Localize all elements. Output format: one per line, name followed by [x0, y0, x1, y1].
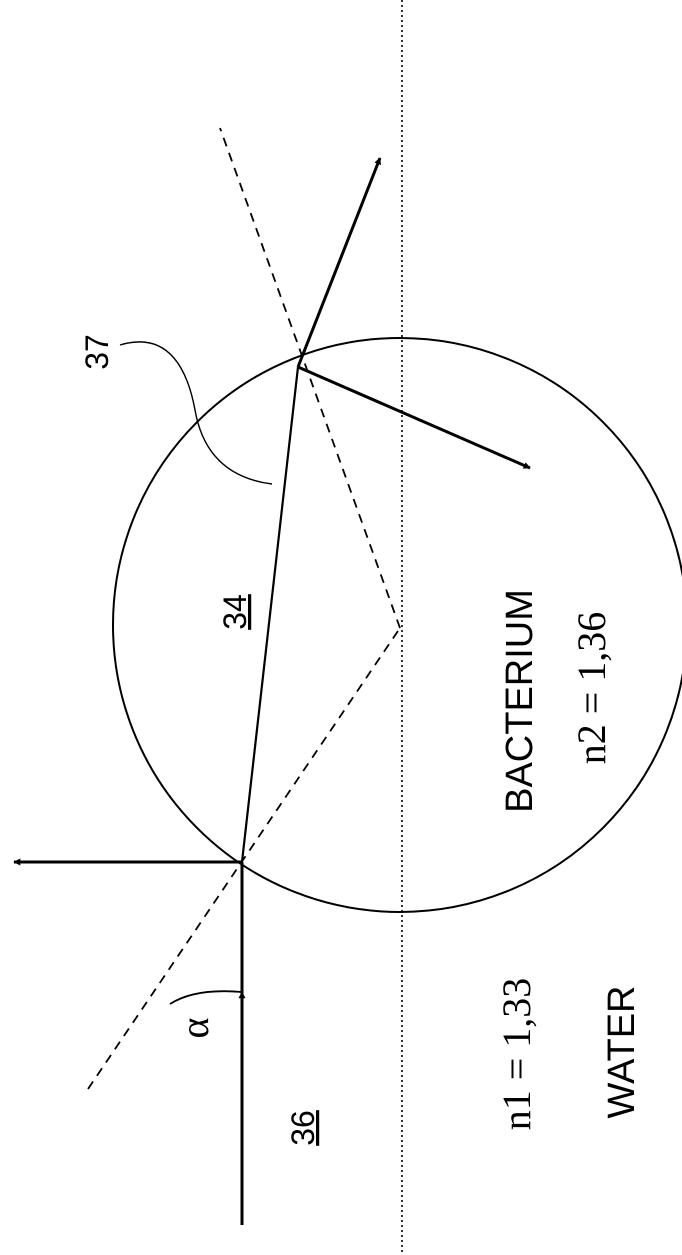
reference-36-label: 36: [285, 1110, 321, 1146]
dashed-normal-line-right: [219, 127, 401, 629]
transmitted-ray-exit: [296, 157, 382, 368]
internal-reflected-ray: [297, 365, 531, 470]
dashed-normal-line-left: [87, 627, 401, 1090]
water-name-label: WATER: [601, 986, 643, 1119]
refracted-ray-inside: [240, 366, 300, 863]
bacterium-name-label: BACTERIUM: [499, 589, 541, 813]
leader-line-37: [119, 341, 273, 485]
reference-37-label: 37: [79, 334, 115, 370]
angle-alpha-arc: [169, 990, 243, 1005]
water-index-label: n1 = 1,33: [494, 978, 539, 1131]
angle-alpha-label: α: [172, 1017, 217, 1038]
bacterium-index-label: n2 = 1,36: [569, 612, 614, 765]
bacterium-circle: [112, 337, 682, 913]
reference-34-label: 34: [217, 594, 253, 630]
